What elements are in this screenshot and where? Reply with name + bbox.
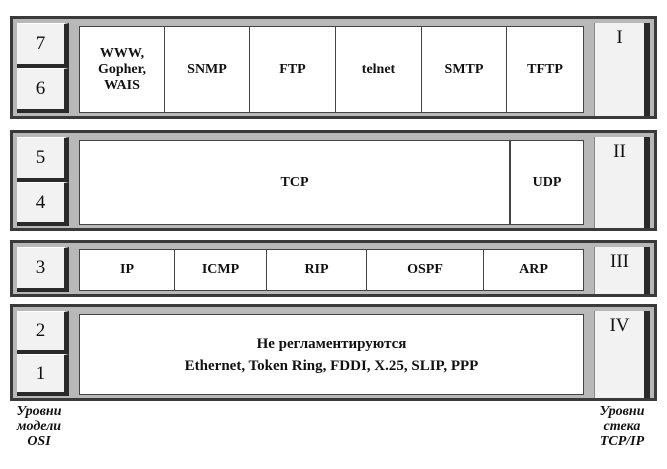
osi-level-6: 6 [17, 68, 69, 113]
network-access-text: Не регламентируются Ethernet, Token Ring… [80, 315, 583, 394]
protocol-www-gopher-wais: WWW, Gopher, WAIS [80, 27, 165, 112]
osi-level-7: 7 [17, 23, 69, 68]
band-network-access: 2 1 Не регламентируются Ethernet, Token … [10, 304, 657, 401]
osi-level-2: 2 [17, 311, 69, 354]
protocol-telnet: telnet [336, 27, 422, 112]
osi-level-3: 3 [17, 247, 69, 292]
tcpip-level-3: III [594, 247, 650, 294]
protocol-udp: UDP [510, 141, 583, 224]
transport-protocols: TCP UDP [79, 140, 584, 225]
tcpip-caption: Уровни стека TCP/IP [599, 404, 645, 449]
osi-caption: Уровни модели OSI [16, 404, 62, 449]
band-application: 7 6 WWW, Gopher, WAIS SNMP FTP telnet SM… [10, 16, 657, 119]
band-internet: 3 IP ICMP RIP OSPF ARP III [10, 240, 657, 297]
osi-level-5: 5 [17, 137, 69, 182]
protocol-ftp: FTP [250, 27, 336, 112]
band-transport: 5 4 TCP UDP II [10, 130, 657, 231]
osi-level-1: 1 [17, 354, 69, 396]
protocol-tftp: TFTP [527, 61, 563, 77]
application-protocols: WWW, Gopher, WAIS SNMP FTP telnet SMTP T… [79, 26, 584, 113]
protocol-tcp: TCP [80, 141, 510, 224]
internet-protocols: IP ICMP RIP OSPF ARP [79, 249, 584, 291]
osi-level-4: 4 [17, 182, 69, 226]
tcpip-level-4: IV [594, 311, 650, 398]
tcpip-level-1: I [594, 23, 650, 116]
protocol-ospf: OSPF [367, 250, 484, 290]
tcpip-level-2: II [594, 137, 650, 228]
protocol-icmp: ICMP [175, 250, 267, 290]
protocol-arp: ARP [519, 262, 548, 277]
network-access-protocols: Не регламентируются Ethernet, Token Ring… [79, 314, 584, 395]
protocol-rip: RIP [267, 250, 367, 290]
network-technologies: Ethernet, Token Ring, FDDI, X.25, SLIP, … [184, 357, 479, 374]
protocol-smtp: SMTP [422, 27, 507, 112]
network-not-regulated: Не регламентируются [256, 335, 407, 352]
protocol-ip: IP [80, 250, 175, 290]
protocol-snmp: SNMP [165, 27, 250, 112]
